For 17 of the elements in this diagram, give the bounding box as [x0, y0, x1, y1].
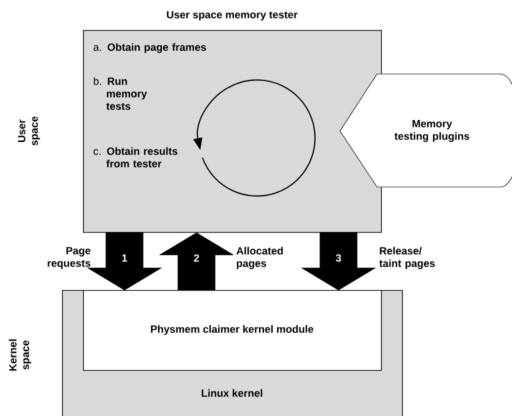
block-arrow	[158, 232, 234, 290]
arrow-label: Page requests	[48, 247, 90, 269]
module-box	[83, 290, 382, 371]
box-label: Physmem claimer kernel module	[151, 325, 314, 335]
step-text: a. Obtain page frames	[94, 43, 206, 54]
block-arrow	[86, 232, 162, 290]
block-arrow	[300, 232, 376, 290]
side-label: Kernel space	[8, 339, 32, 371]
side-label: User space	[18, 116, 40, 146]
arrow-label: Release/ taint pages	[379, 246, 435, 270]
box-title: User space memory tester	[166, 11, 298, 20]
step-text: c. Obtain results from tester	[94, 147, 178, 168]
box-label: Linux kernel	[202, 389, 262, 397]
tester-box	[83, 30, 382, 233]
plugin-label: Memory testing plugins	[394, 120, 470, 142]
arrow-label: Allocated pages	[236, 246, 283, 270]
step-text: b. Run memory tests	[94, 77, 147, 110]
